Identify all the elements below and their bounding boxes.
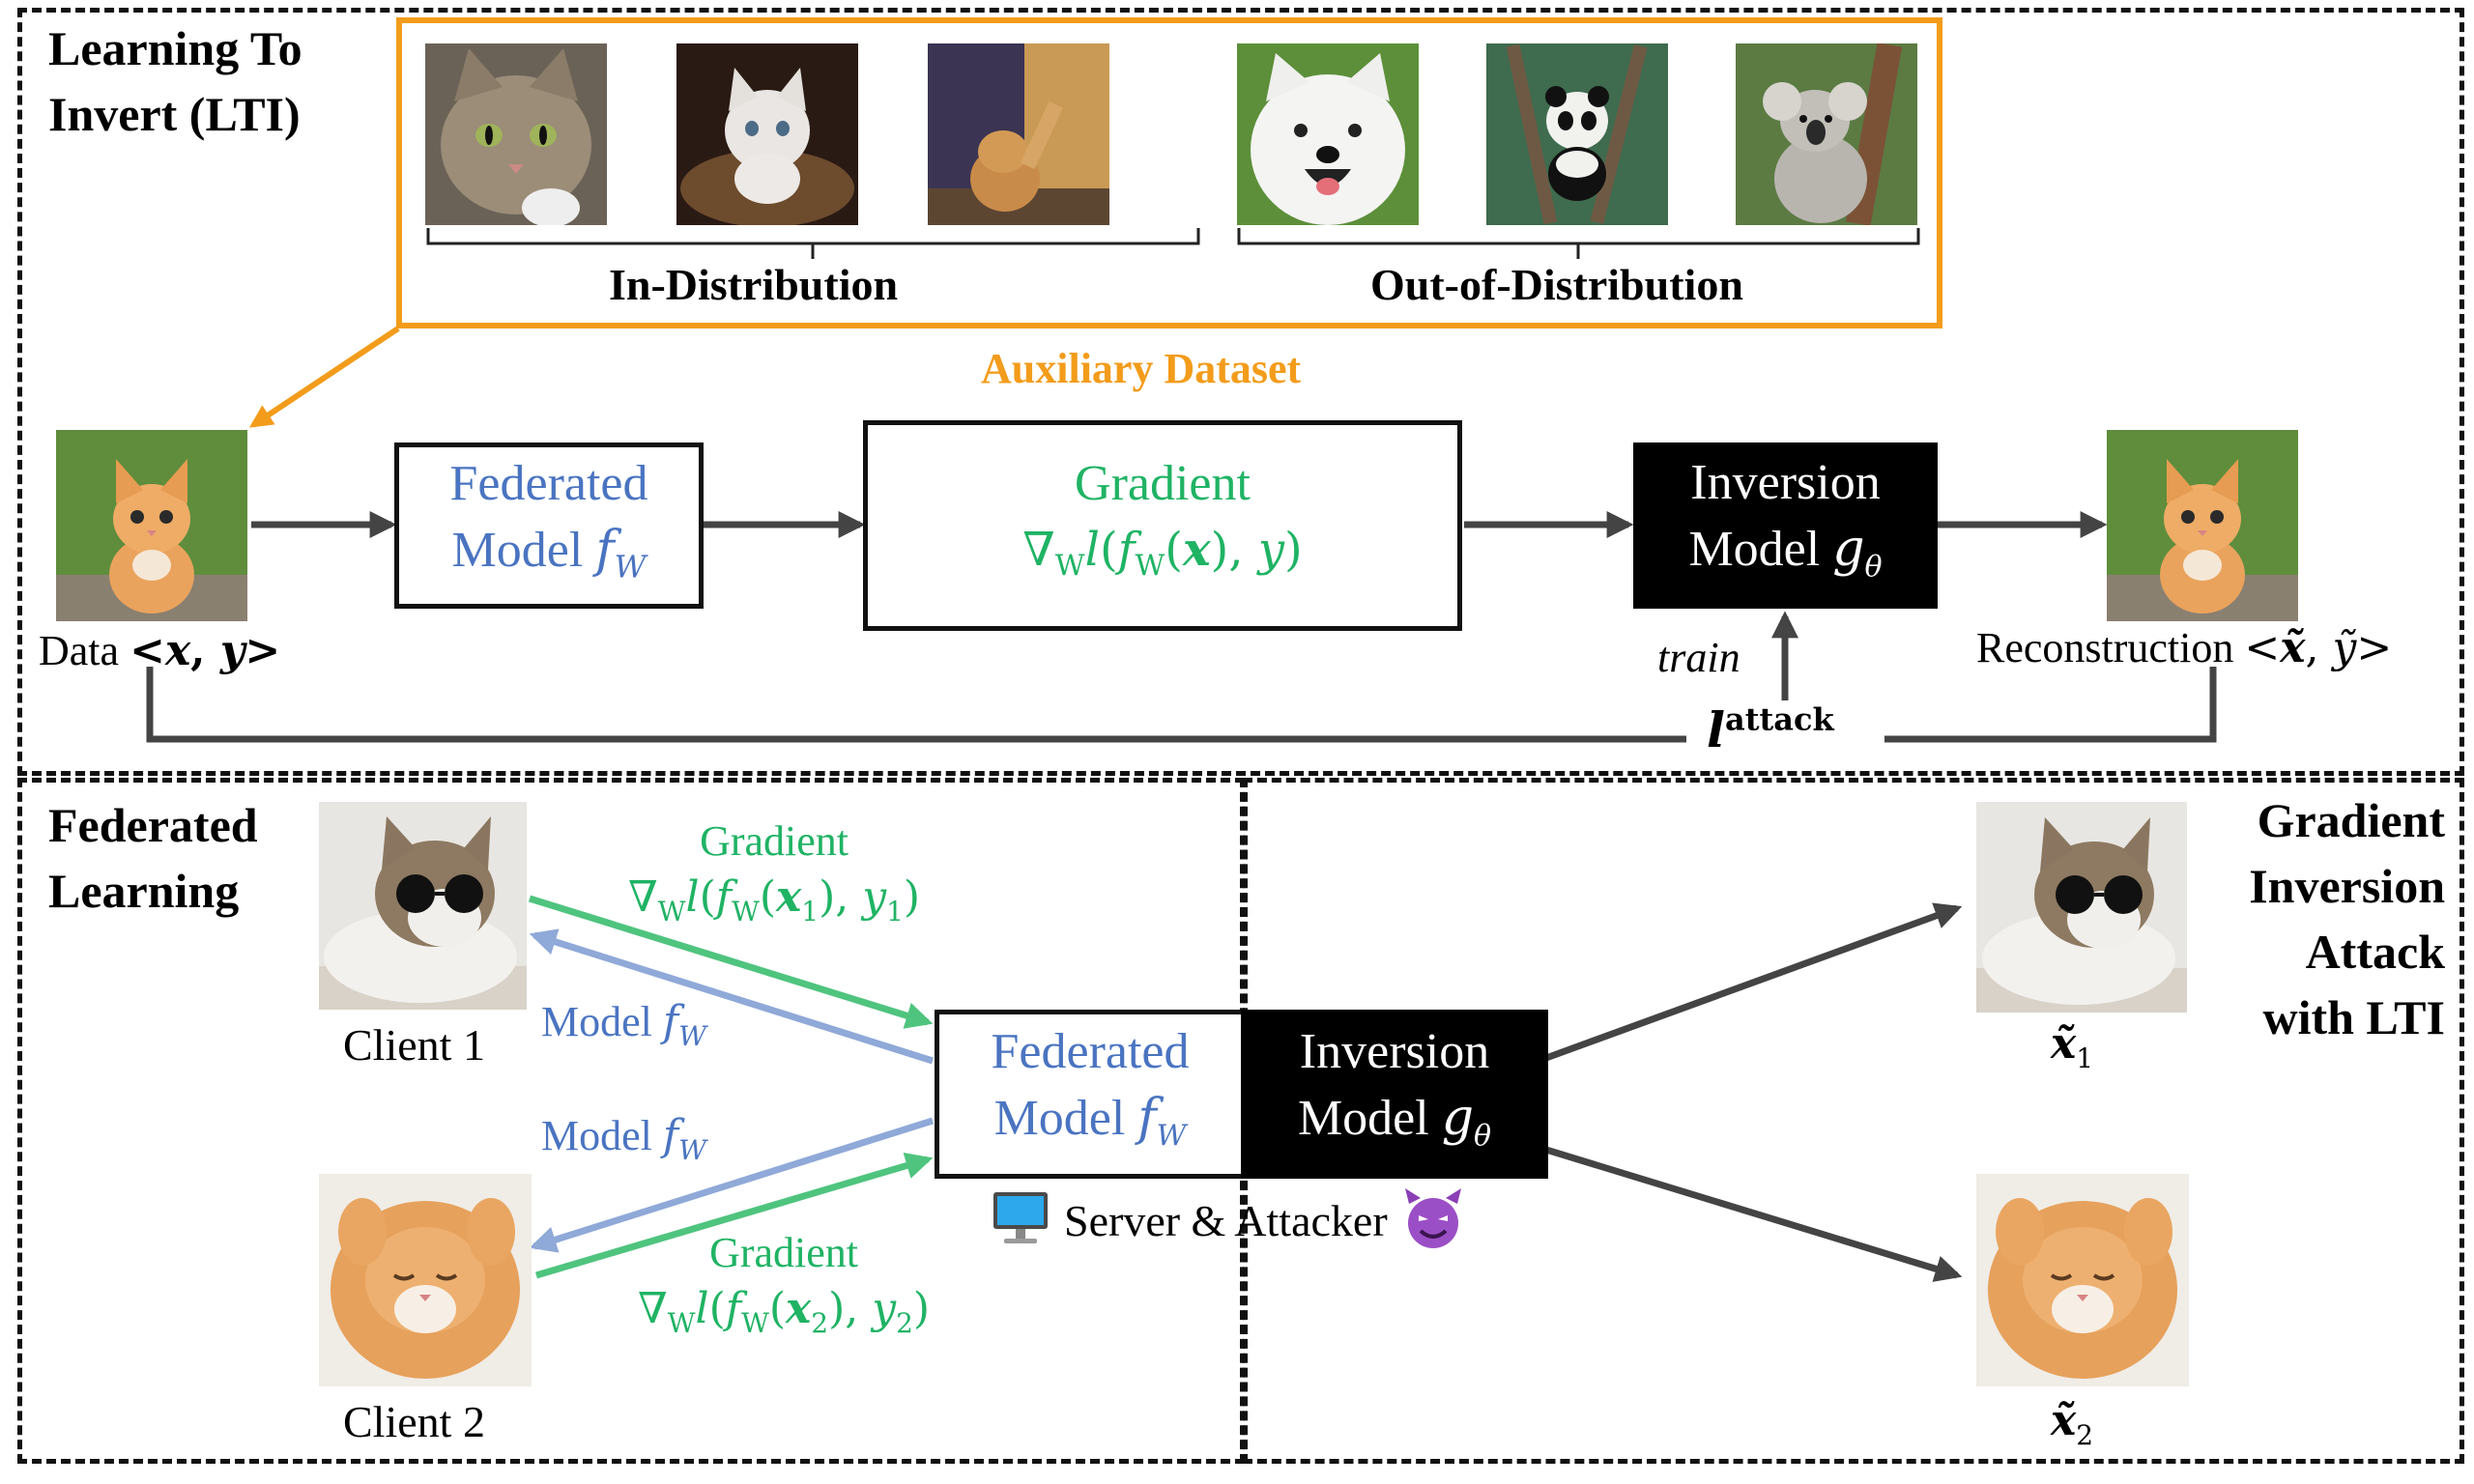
federated-model-box: Federated Model fW [394, 442, 704, 609]
server-federated-model-box: Federated Model fW [935, 1010, 1246, 1179]
client1-cat-photo [319, 802, 527, 1010]
data-kitten-photo [56, 430, 247, 621]
gia-section-title: Gradient Inversion Attack with LTI [2249, 793, 2445, 1044]
aux-cat-photo-1 [425, 43, 607, 225]
lti-section-title: Learning To Invert (LTI) [48, 21, 302, 141]
inversion-model-box: Inversion Model gθ [1633, 442, 1938, 609]
data-label: Data <x, y> [39, 626, 281, 675]
lti-section-frame [17, 8, 2464, 776]
fl-section-title: Federated Learning [48, 798, 258, 918]
model-to-client2-label: Model fW [541, 1111, 706, 1166]
auxiliary-dataset-label: Auxiliary Dataset [981, 345, 1302, 392]
server-attacker-label: Server & Attacker [1064, 1196, 1388, 1245]
client2-label: Client 2 [343, 1397, 485, 1446]
gradient-formula: ∇Wl(fW(x), y) [1022, 523, 1303, 584]
reconstruction-tuple: <x̃, ỹ> [2244, 623, 2393, 672]
client1-gradient-formula: ∇Wl(fW(x1), y1) [628, 872, 921, 928]
out-of-distribution-label: Out-of-Distribution [1370, 260, 1743, 309]
attack-loss-label: lattack [1701, 700, 1840, 758]
aux-koala-photo [1736, 43, 1917, 225]
train-label: train [1657, 634, 1740, 681]
devil-emoji-icon [1401, 1186, 1465, 1255]
client2-gradient-label: Gradient ∇Wl(fW(x2), y2) [638, 1225, 930, 1352]
aux-panda-photo [1486, 43, 1668, 225]
aux-cat-photo-2 [676, 43, 858, 225]
client2-cat-photo [319, 1174, 532, 1386]
recon-x2-label: x̃2 [2051, 1396, 2094, 1451]
data-tuple: <x, y> [129, 626, 281, 675]
in-distribution-label: In-Distribution [609, 260, 899, 309]
aux-cat-photo-3 [928, 43, 1109, 225]
model-to-client1-label: Model fW [541, 997, 706, 1052]
reconstruction-label: Reconstruction <x̃, ỹ> [1976, 623, 2393, 672]
recon-x1-label: x̃1 [2051, 1019, 2094, 1074]
recon-x1-cat-photo [1976, 802, 2187, 1013]
client1-label: Client 1 [343, 1020, 485, 1070]
reconstruction-kitten-photo [2107, 430, 2298, 621]
aux-dog-photo [1237, 43, 1419, 225]
computer-icon [991, 1188, 1050, 1253]
server-attacker-row: Server & Attacker [991, 1186, 1465, 1255]
gradient-box: Gradient ∇Wl(fW(x), y) [863, 420, 1462, 631]
client2-gradient-formula: ∇Wl(fW(x2), y2) [638, 1284, 931, 1339]
recon-x2-cat-photo [1976, 1174, 2189, 1386]
auxiliary-dataset-box [396, 17, 1942, 328]
server-inversion-model-box: Inversion Model gθ [1241, 1010, 1548, 1179]
client1-gradient-label: Gradient ∇Wl(fW(x1), y1) [628, 813, 920, 940]
